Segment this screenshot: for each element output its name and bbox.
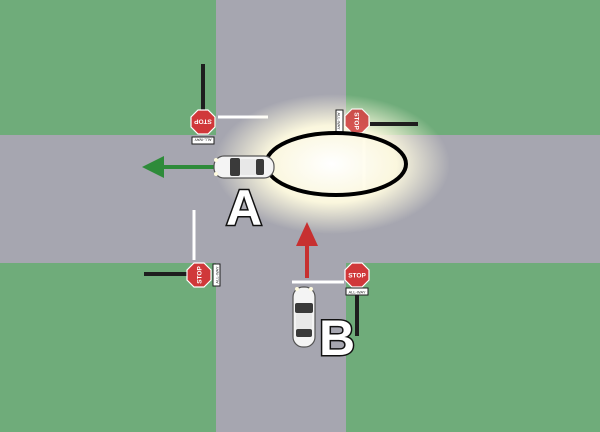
car-b	[292, 286, 316, 348]
stop-sign-text: STOP	[353, 112, 360, 130]
car-a-label: A	[226, 180, 262, 236]
stop-sign-nw: ALL-WAY STOP	[190, 109, 216, 145]
stop-sign-text: STOP	[197, 266, 204, 284]
arrow-left-icon	[142, 156, 215, 178]
stop-sign-sw: STOP ALL-WAY	[186, 262, 221, 288]
stop-sign-ne: STOP ALL-WAY	[335, 108, 370, 134]
highlight-glow	[214, 94, 450, 234]
stop-sign-text: STOP	[194, 118, 212, 125]
stop-sign-text: STOP	[348, 273, 366, 280]
car-b-label: B	[319, 310, 355, 366]
stop-sign-se: STOP ALL-WAY	[344, 262, 370, 296]
all-way-plate-text: ALL-WAY	[337, 112, 342, 129]
all-way-plate-text: ALL-WAY	[194, 138, 211, 143]
all-way-plate-text: ALL-WAY	[348, 290, 365, 295]
all-way-plate-text: ALL-WAY	[215, 266, 220, 283]
arrow-up-icon	[296, 222, 318, 278]
car-a	[213, 155, 275, 179]
